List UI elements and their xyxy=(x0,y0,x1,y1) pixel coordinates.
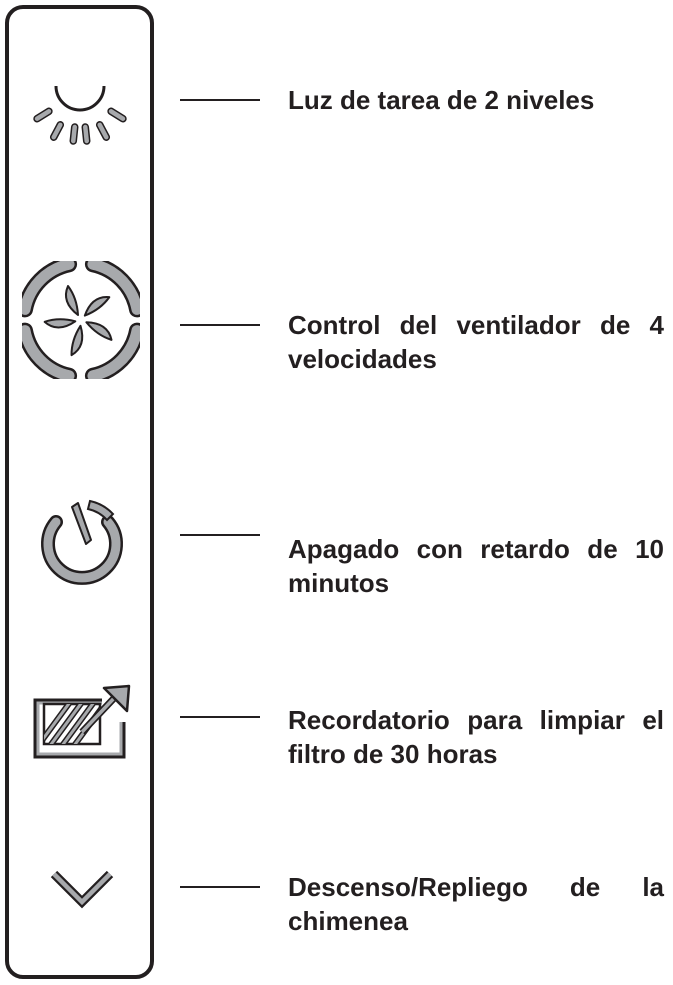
power-timer-icon[interactable] xyxy=(38,495,126,589)
leader-line xyxy=(180,324,260,326)
fan-icon[interactable] xyxy=(22,261,140,379)
control-panel xyxy=(5,5,154,979)
leader-line xyxy=(180,886,260,888)
label-task-light: Luz de tarea de 2 niveles xyxy=(288,85,595,115)
filter-reminder-icon[interactable] xyxy=(32,684,132,760)
leader-line xyxy=(180,534,260,536)
label-chimney: Descenso/Repliego de la chimenea xyxy=(288,872,664,936)
label-filter-reminder: Recordatorio para limpiar el filtro de 3… xyxy=(288,705,664,769)
chevron-down-icon[interactable] xyxy=(48,866,116,910)
label-delay-off: Apagado con retardo de 10 minutos xyxy=(288,534,664,598)
task-light-icon[interactable] xyxy=(24,76,136,152)
label-fan-control: Control del ventilador de 4 velocidades xyxy=(288,310,664,374)
leader-line xyxy=(180,716,260,718)
leader-line xyxy=(180,99,260,101)
